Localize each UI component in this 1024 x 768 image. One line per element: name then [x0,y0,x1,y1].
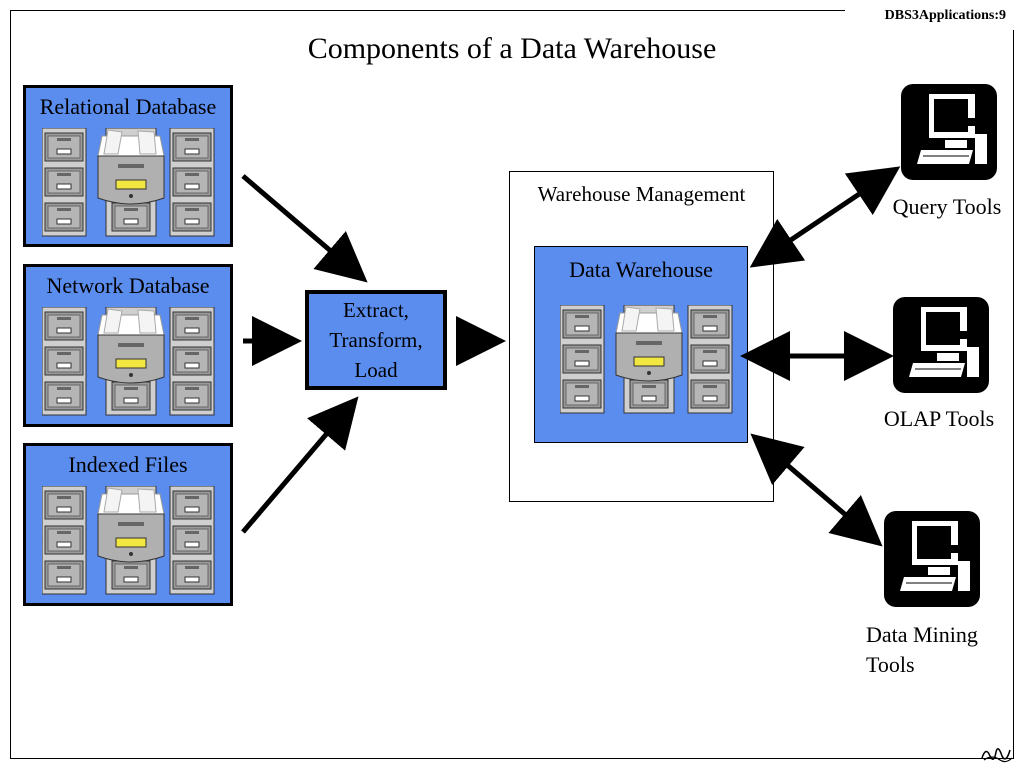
data-warehouse-label: Data Warehouse [569,257,713,282]
source-label-relational: Relational Database [39,94,217,119]
logo-icon [981,748,1013,763]
source-label-network: Network Database [46,273,210,298]
frame-top-line [10,10,845,11]
slide-id: DBS3Applications:9 [884,8,1006,23]
data-mining-tools-label: Data Mining Tools [866,620,1006,680]
query-tools-label: Query Tools [892,194,1002,219]
etl-line-3: Load [354,358,398,382]
source-box-network: Network Database [23,264,233,427]
etl-line-2: Transform, [329,328,423,352]
frame-right-line [1013,30,1014,759]
arrow-indexed-to-etl [241,396,359,534]
source-label-indexed: Indexed Files [68,452,188,477]
data-mining-line-1: Data Mining [866,622,978,647]
source-box-relational: Relational Database [23,85,233,247]
frame-left-line [10,10,11,758]
source-box-indexed: Indexed Files [23,443,233,606]
etl-line-1: Extract, [343,298,409,322]
olap-tools-label: OLAP Tools [883,406,995,431]
arrow-warehouse-mining [750,433,883,547]
frame-bottom-line [10,758,1014,759]
etl-box: Extract, Transform, Load [305,290,447,390]
data-mining-line-2: Tools [866,652,915,677]
page-title: Components of a Data Warehouse [307,32,717,65]
data-warehouse-box: Data Warehouse [534,246,748,443]
arrow-warehouse-query [749,166,901,268]
arrow-relational-to-etl [241,174,368,283]
warehouse-management-label: Warehouse Management [537,182,746,206]
